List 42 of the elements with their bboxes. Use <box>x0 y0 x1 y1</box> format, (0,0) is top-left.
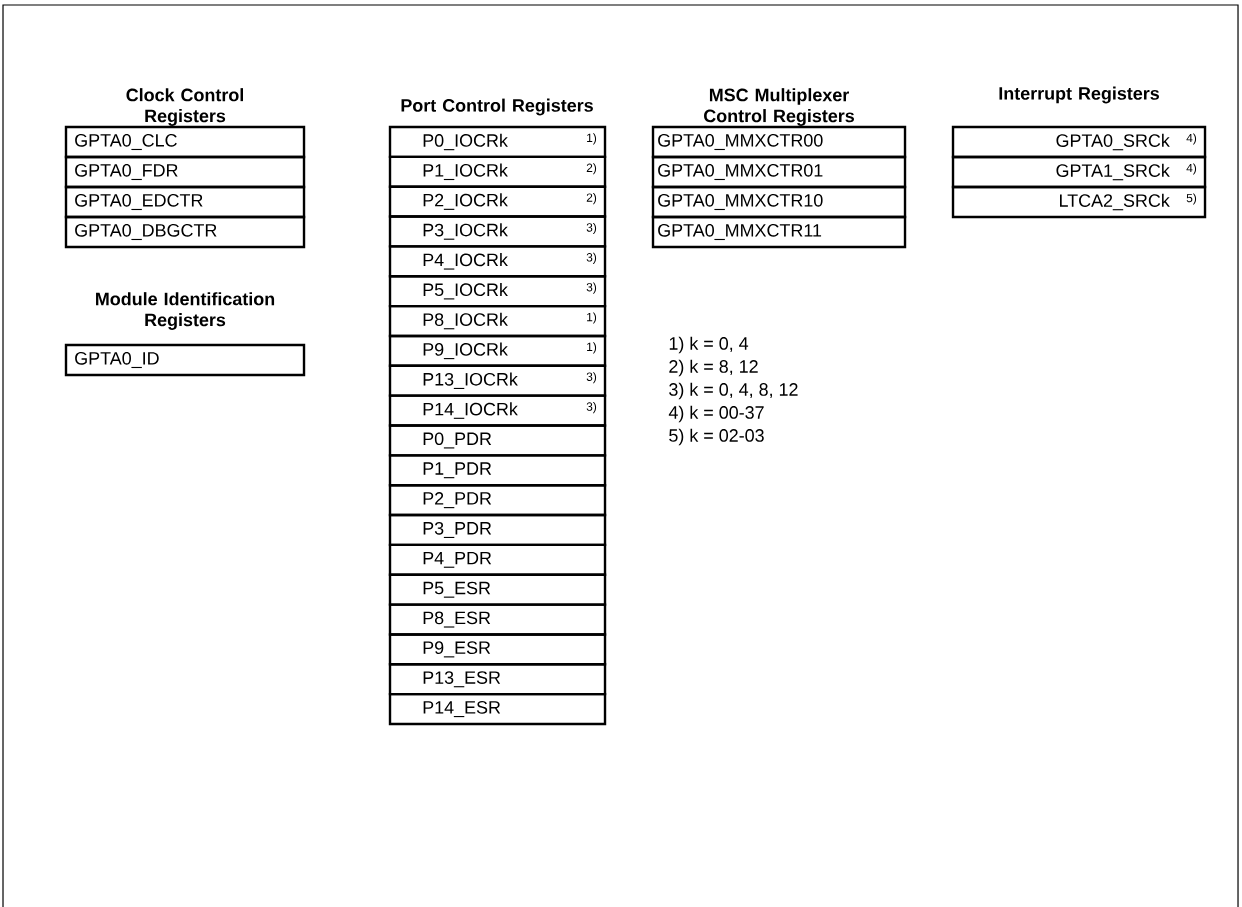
register-box: P8_ESR <box>388 603 607 636</box>
register-box: GPTA0_DBGCTR <box>64 215 306 249</box>
register-box: P5_IOCRk 3) <box>388 275 607 308</box>
register-box: GPTA0_MMXCTR01 <box>651 155 907 189</box>
footnote: 4) k = 00-37 <box>668 405 764 423</box>
register-box: P9_ESR <box>388 633 607 666</box>
register-box: GPTA0_CLC <box>64 125 306 159</box>
register-box: P3_IOCRk 3) <box>388 215 607 248</box>
footnote: 2) k = 8, 12 <box>669 359 758 377</box>
group-heading: Interrupt Registers <box>999 86 1159 104</box>
register-box: GPTA0_ID <box>64 343 306 377</box>
footnote: 5) k = 02-03 <box>669 428 764 446</box>
register-box: GPTA0_MMXCTR11 <box>651 215 907 249</box>
register-box: GPTA0_EDCTR <box>64 185 306 219</box>
register-box: LTCA2_SRCk 5) <box>951 185 1207 219</box>
register-box: P14_ESR <box>388 692 607 726</box>
register-box: P4_IOCRk 3) <box>388 245 607 278</box>
register-box: GPTA1_SRCk 4) <box>951 155 1207 189</box>
register-box: P9_IOCRk 1) <box>388 334 607 367</box>
register-box: GPTA0_FDR <box>64 155 306 189</box>
group-heading: Port Control Registers <box>401 98 593 116</box>
register-box: P3_PDR <box>388 513 607 547</box>
register-box: P5_ESR <box>388 573 607 606</box>
register-box: P2_IOCRk 2) <box>388 185 607 218</box>
register-box: P1_PDR <box>388 454 607 487</box>
footnote: 1) k = 0, 4 <box>669 336 749 354</box>
register-box: P0_PDR <box>388 424 607 457</box>
register-box: GPTA0_MMXCTR10 <box>651 185 907 219</box>
group-heading: MSC Multiplexer Control Registers <box>704 88 854 126</box>
register-box: P4_PDR <box>388 543 607 576</box>
footnote: 3) k = 0, 4, 8, 12 <box>669 382 798 400</box>
register-box: P0_IOCRk 1) <box>388 125 607 159</box>
register-box: GPTA0_MMXCTR00 <box>651 125 907 159</box>
register-box: P8_IOCRk 1) <box>388 304 607 338</box>
register-box: P1_IOCRk 2) <box>388 155 607 188</box>
group-heading: Module Identification Registers <box>96 292 275 330</box>
register-box: GPTA0_SRCk 4) <box>951 125 1207 159</box>
group-heading: Clock Control Registers <box>126 88 243 126</box>
register-box: P13_IOCRk 3) <box>388 364 607 397</box>
register-box: P13_ESR <box>388 663 607 696</box>
register-box: P14_IOCRk 3) <box>388 394 607 427</box>
register-box: P2_PDR <box>388 484 607 517</box>
